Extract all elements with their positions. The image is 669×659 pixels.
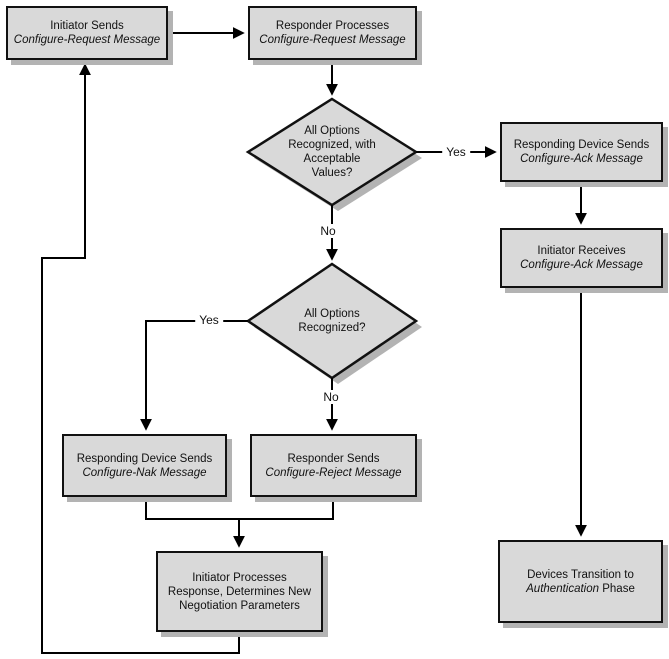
node-responding-sends-nak: Responding Device Sends Configure-Nak Me… xyxy=(62,434,227,497)
node-text-line: Configure-Reject Message xyxy=(265,466,402,479)
node-text-line: Response, Determines New xyxy=(167,585,312,598)
edge-label-yes-acceptable: Yes xyxy=(442,145,470,159)
decision-diamond-options-recognized xyxy=(245,262,422,384)
node-text-line: Responder Processes xyxy=(275,20,390,32)
node-text-line: Configure-Ack Message xyxy=(520,153,643,165)
edge-nak-reject-join xyxy=(145,497,334,520)
node-initiator-receives-ack: Initiator Receives Configure-Ack Message xyxy=(500,228,663,288)
node-text-rest-part: Phase xyxy=(599,582,635,595)
edge-label-no-acceptable: No xyxy=(316,224,340,238)
decision-text-line: Acceptable xyxy=(303,153,361,165)
node-initiator-sends: Initiator Sends Configure-Request Messag… xyxy=(6,6,168,60)
node-text-line: Initiator Receives xyxy=(537,245,626,257)
decision-text-line: All Options xyxy=(304,308,360,320)
node-text-line: Initiator Processes xyxy=(192,571,287,584)
node-text-line: Responding Device Sends xyxy=(513,139,650,151)
decision-text-line: Recognized? xyxy=(298,322,366,334)
node-devices-transition: Devices Transition to Authentication Pha… xyxy=(498,540,663,623)
node-text-line: Negotiation Parameters xyxy=(179,599,300,612)
edge-decision2-yes-to-nak xyxy=(140,320,248,431)
decision-diamond-options-acceptable xyxy=(245,97,422,211)
decision-text-line: All Options xyxy=(304,125,360,137)
node-text-line: Configure-Ack Message xyxy=(520,259,643,271)
node-initiator-processes-response: Initiator Processes Response, Determines… xyxy=(156,551,323,632)
node-text-line: Configure-Request Message xyxy=(13,34,161,46)
node-text-line: Authentication Phase xyxy=(526,582,635,596)
node-responding-sends-ack: Responding Device Sends Configure-Ack Me… xyxy=(500,122,663,182)
decision-text-options-acceptable: All Options Recognized, with Acceptable … xyxy=(267,124,397,180)
node-text-line: Responding Device Sends xyxy=(76,452,213,465)
edge-feedback-loop-to-initiator xyxy=(41,63,240,654)
edge-label-yes-recognized: Yes xyxy=(195,313,223,327)
decision-text-line: Values? xyxy=(311,167,353,179)
node-text-italic-part: Authentication xyxy=(526,582,600,595)
decision-text-line: Recognized, with xyxy=(288,139,376,151)
decision-text-options-recognized: All Options Recognized? xyxy=(267,307,397,335)
node-text-line: Responder Sends xyxy=(287,452,380,465)
node-responder-processes: Responder Processes Configure-Request Me… xyxy=(248,6,417,60)
node-text-line: Configure-Request Message xyxy=(259,34,406,46)
node-text-line: Devices Transition to xyxy=(527,568,634,581)
node-text-line: Initiator Sends xyxy=(50,20,124,32)
node-responder-sends-reject: Responder Sends Configure-Reject Message xyxy=(250,434,417,497)
edge-label-no-recognized: No xyxy=(319,390,343,404)
node-text-line: Configure-Nak Message xyxy=(82,466,207,479)
